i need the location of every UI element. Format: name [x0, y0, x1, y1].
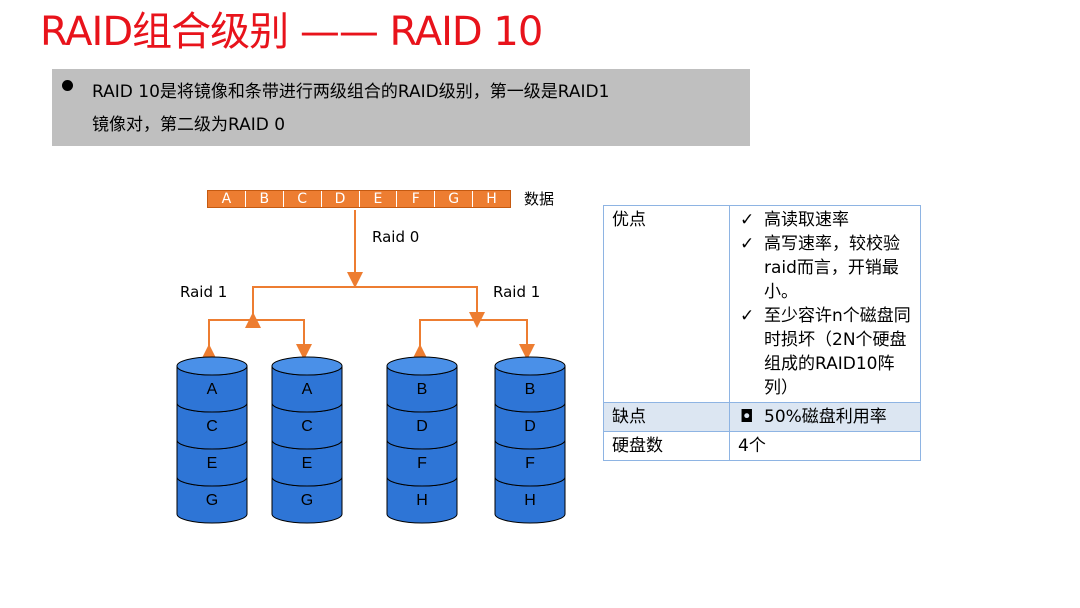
data-block: B	[245, 191, 284, 207]
disk-segment	[176, 476, 248, 524]
check-icon: ✓	[740, 306, 755, 326]
disk-segment	[271, 476, 343, 524]
disk-segment	[494, 476, 566, 524]
raid1-left-label: Raid 1	[180, 283, 228, 301]
disadvantages-key: 缺点	[603, 402, 730, 432]
check-icon: ✓	[740, 210, 755, 230]
disk-count-key: 硬盘数	[603, 431, 730, 461]
data-block: A	[208, 191, 246, 207]
disk-top	[386, 356, 458, 376]
disadvantage-item: ◘ 50%磁盘利用率	[740, 407, 887, 427]
data-block: F	[397, 191, 436, 207]
disk-block-label: A	[207, 381, 218, 398]
disk-segment	[386, 402, 458, 450]
disk-top	[271, 356, 343, 376]
square-bullet-icon: ◘	[740, 407, 754, 427]
disk-segment	[386, 439, 458, 487]
data-block: H	[473, 191, 510, 207]
raid1-right-branch	[412, 319, 535, 360]
table-row-advantages: 优点 ✓ 高读取速率 ✓ 高写速率，较校验raid而言，开销最小。 ✓ 至少容许…	[603, 205, 921, 403]
disk-block-label: B	[525, 381, 536, 398]
disk-block-label: H	[524, 492, 536, 509]
disk-block-label: G	[301, 492, 313, 509]
table-row-disadvantages: 缺点 ◘ 50%磁盘利用率	[603, 402, 921, 432]
check-icon: ✓	[740, 234, 755, 254]
disk-segment	[176, 402, 248, 450]
disk-segment	[271, 439, 343, 487]
disk-block-label: D	[416, 418, 428, 435]
disk-segment	[494, 402, 566, 450]
raid0-branch	[245, 286, 485, 328]
raid0-label: Raid 0	[372, 228, 420, 246]
raid10-info-table: 优点 ✓ 高读取速率 ✓ 高写速率，较校验raid而言，开销最小。 ✓ 至少容许…	[603, 205, 921, 461]
disk-cylinder: B D F H	[386, 356, 458, 524]
disk-block-label: F	[525, 455, 535, 472]
disk-top	[494, 356, 566, 376]
advantages-key: 优点	[603, 205, 730, 403]
disk-segment	[494, 365, 566, 413]
disk-segment	[386, 476, 458, 524]
summary-box	[52, 69, 750, 146]
advantage-item: ✓ 高读取速率	[740, 210, 849, 230]
advantage-item: ✓ 至少容许n个磁盘同时损坏（2N个硬盘组成的RAID10阵列）	[740, 306, 911, 398]
disk-block-label: G	[206, 492, 218, 509]
raid1-right-label: Raid 1	[493, 283, 541, 301]
disk-cylinder: A C E G	[271, 356, 343, 524]
data-block-strip: A B C D E F G H	[207, 190, 511, 208]
data-block: E	[359, 191, 398, 207]
disk-segment	[271, 365, 343, 413]
disk-segment	[494, 439, 566, 487]
disk-block-label: B	[417, 381, 428, 398]
disk-segment	[176, 365, 248, 413]
data-label: 数据	[524, 190, 555, 208]
summary-line-2: 镜像对，第二级为RAID 0	[92, 115, 286, 135]
page-title: RAID组合级别 —— RAID 10	[40, 9, 543, 55]
data-block: G	[435, 191, 474, 207]
disk-count-value: 4个	[729, 431, 921, 461]
disk-block-label: C	[301, 418, 313, 435]
disk-segment	[271, 402, 343, 450]
advantage-item: ✓ 高写速率，较校验raid而言，开销最小。	[740, 234, 900, 302]
disk-block-label: E	[207, 455, 218, 472]
bullet-dot	[62, 80, 73, 91]
data-block: C	[283, 191, 322, 207]
disk-block-label: F	[417, 455, 427, 472]
table-row-disk-count: 硬盘数 4个	[603, 431, 921, 461]
disk-cylinder: A C E G	[176, 356, 248, 524]
disk-block-label: A	[302, 381, 313, 398]
summary-line-1: RAID 10是将镜像和条带进行两级组合的RAID级别，第一级是RAID1	[92, 82, 610, 102]
raid1-left-branch	[201, 319, 312, 360]
disk-block-label: D	[524, 418, 536, 435]
disk-block-label: H	[416, 492, 428, 509]
disk-segment	[176, 439, 248, 487]
data-block: D	[321, 191, 360, 207]
disk-block-label: E	[302, 455, 313, 472]
advantages-value: ✓ 高读取速率 ✓ 高写速率，较校验raid而言，开销最小。 ✓ 至少容许n个磁…	[729, 205, 921, 403]
disk-top	[176, 356, 248, 376]
disadvantages-value: ◘ 50%磁盘利用率	[729, 402, 921, 432]
disk-block-label: C	[206, 418, 218, 435]
disk-cylinder: B D F H	[494, 356, 566, 524]
disk-segment	[386, 365, 458, 413]
